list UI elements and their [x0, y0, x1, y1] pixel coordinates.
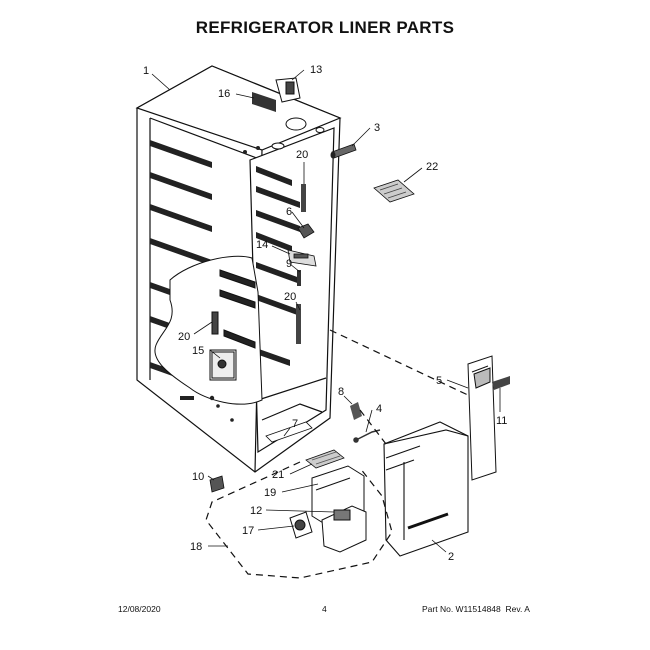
part-17-motor	[289, 511, 313, 539]
leader-lines	[151, 69, 501, 553]
callout-3: 3	[374, 122, 380, 134]
part-21-grille	[305, 449, 345, 469]
part-22-vent	[373, 179, 415, 203]
dashed-group-lines	[205, 329, 471, 579]
liner-cutaway	[154, 255, 263, 405]
part-14-light	[287, 249, 317, 267]
part-20-strips	[296, 184, 306, 344]
liner-front-details	[180, 146, 260, 422]
callout-19: 19	[264, 487, 276, 499]
footer-date: 12/08/2020	[118, 604, 161, 614]
part-2-cover	[383, 421, 469, 557]
callout-10: 10	[192, 471, 204, 483]
part-8-socket	[350, 402, 362, 420]
part-16-label	[252, 92, 276, 112]
callout-7: 7	[292, 418, 298, 430]
part-6-clip	[297, 223, 315, 239]
callout-20-mid: 20	[284, 291, 296, 303]
callout-22: 22	[426, 161, 438, 173]
callout-labels: 1 13 16 3 20 22 6 14 9 20 20 15 5 8 4 11…	[143, 64, 507, 563]
part-11-connector	[492, 376, 510, 390]
inner-wall-shelf-rails	[256, 166, 300, 366]
callout-14: 14	[256, 239, 268, 251]
callout-9: 9	[286, 258, 292, 270]
callout-20-left: 20	[178, 331, 190, 343]
footer-part-number: Part No. W11514848 Rev. A	[422, 604, 530, 614]
callout-11: 11	[496, 415, 507, 427]
callout-2: 2	[448, 551, 454, 563]
callout-15: 15	[192, 345, 204, 357]
callout-5: 5	[436, 375, 442, 387]
callout-1: 1	[143, 65, 149, 77]
callout-21: 21	[272, 469, 284, 481]
part-3-roller	[330, 143, 357, 159]
callout-16: 16	[218, 88, 230, 100]
part-9-pin	[297, 270, 301, 286]
callout-17: 17	[242, 525, 254, 537]
part-12-fan	[321, 505, 367, 553]
callout-12: 12	[250, 505, 262, 517]
part-5-control-panel	[467, 355, 497, 481]
part-4-wire	[353, 429, 381, 443]
page-title: REFRIGERATOR LINER PARTS	[195, 18, 455, 37]
callout-13: 13	[310, 64, 322, 76]
footer-page-number: 4	[322, 604, 327, 614]
callout-6: 6	[286, 206, 292, 218]
part-7-drain	[265, 421, 313, 443]
callout-8: 8	[338, 386, 344, 398]
callout-4: 4	[376, 403, 382, 415]
part-13-bracket	[275, 77, 301, 103]
liner-top-features	[271, 117, 325, 150]
callout-20-top: 20	[296, 149, 308, 161]
callout-18: 18	[190, 541, 202, 553]
